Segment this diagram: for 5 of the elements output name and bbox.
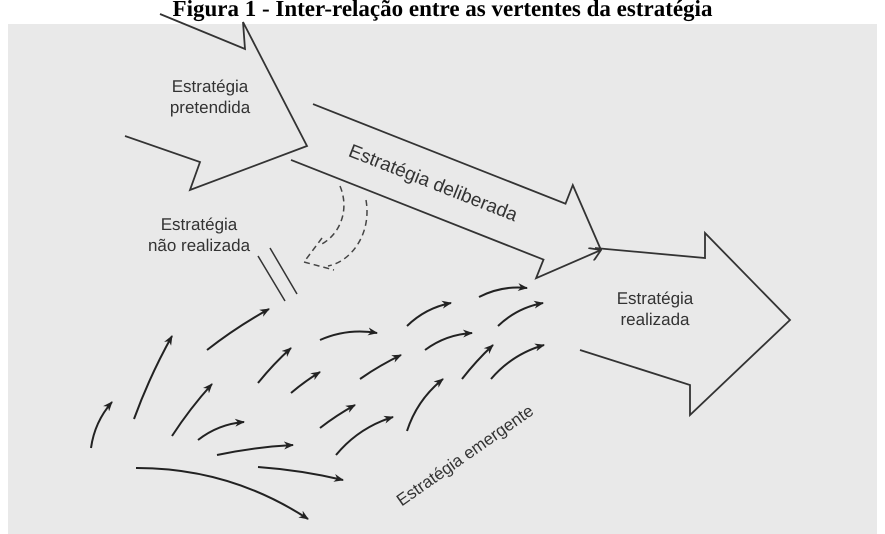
figure-title: Figura 1 - Inter-relação entre as vertentes da estratégia [172, 0, 714, 22]
block-arrow [290, 103, 602, 280]
strategy-label: Estratégia não realizada [147, 214, 251, 256]
arrow-label: Estratégia realizada [616, 288, 694, 330]
arrow-label: Estratégia pretendida [168, 76, 252, 118]
